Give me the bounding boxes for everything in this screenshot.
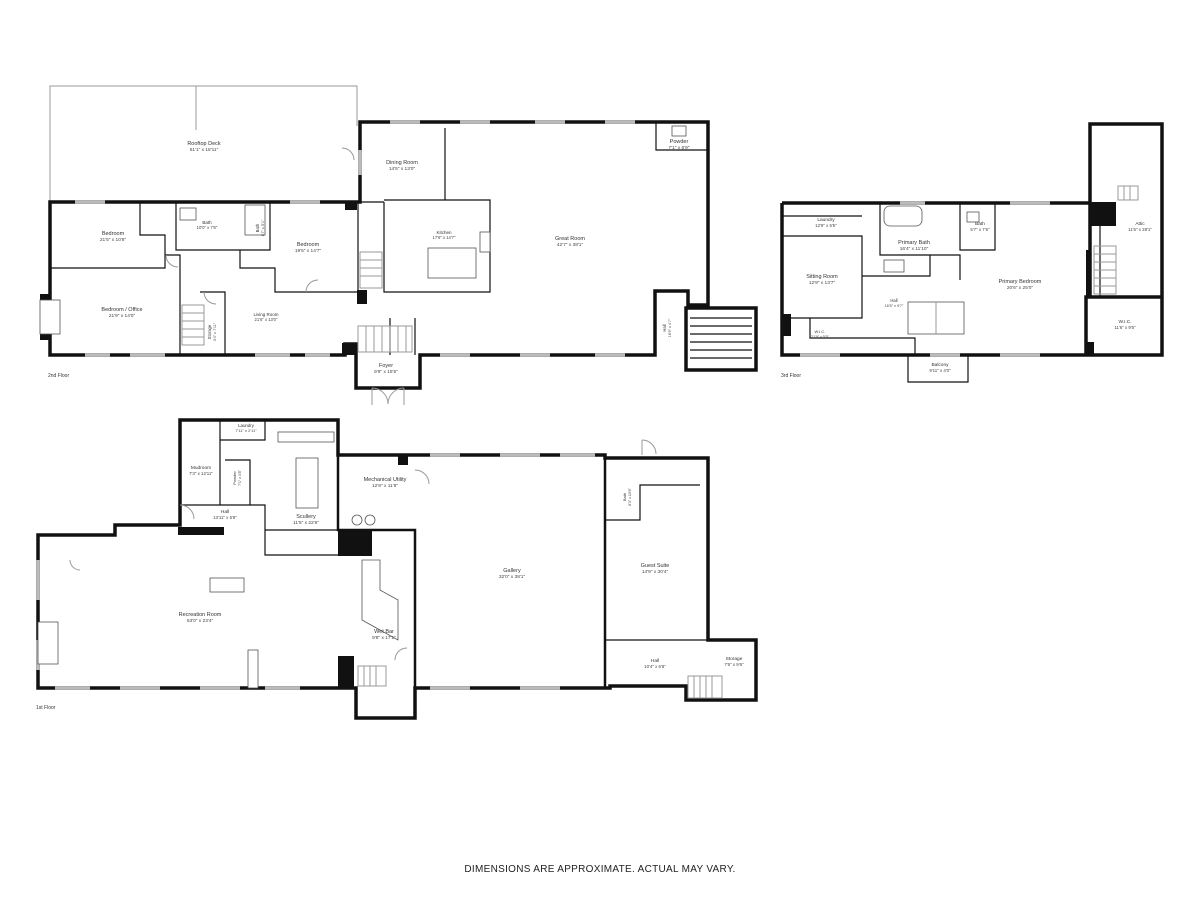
room-label: Scullery — [296, 514, 316, 520]
room-dimensions: 21'9" x 14'0" — [109, 313, 136, 319]
room-label: Bath — [255, 223, 260, 232]
room-dimensions: 32'0" x 38'1" — [499, 574, 526, 580]
room-label: Great Room — [555, 236, 585, 242]
room-label: Guest Suite — [641, 563, 670, 569]
room-label: Bedroom — [102, 231, 125, 237]
room-dimensions: 7'1" x 6'9" — [669, 145, 690, 151]
room-dimensions: 3'4" x 7'11" — [213, 322, 217, 341]
room-label: Attic — [1135, 221, 1145, 227]
room-label: Hall — [221, 509, 229, 515]
room-dimensions: 8'3" x 10'6" — [628, 487, 632, 505]
room-label: W.I.C. — [815, 329, 826, 334]
room-label: W.I.C. — [1118, 319, 1131, 325]
room-dimensions: 17'6" x 14'7" — [433, 235, 456, 240]
room-label: Gallery — [503, 568, 521, 574]
room-label: Living Room — [253, 312, 278, 317]
room-label: Foyer — [379, 363, 393, 369]
room-dimensions: 42'7" x 38'1" — [557, 242, 584, 248]
room-dimensions: 7'1" x 3'8" — [238, 469, 242, 485]
second-floor-plan: Rooftop Deck 51'1" x 18'11" Dining Room … — [39, 85, 758, 405]
room-dimensions: 12'9" x 13'7" — [809, 280, 836, 286]
room-label: Mudroom — [191, 465, 211, 471]
room-dimensions: 12'9" x 5'5" — [815, 223, 837, 228]
room-dimensions: 16'5" x 9'7" — [885, 304, 904, 308]
room-label: Bath — [202, 220, 212, 225]
room-label: Powder — [670, 139, 689, 145]
room-dimensions: 19'5" x 14'7" — [295, 248, 322, 254]
room-dimensions: 9'11" x 4'0" — [929, 368, 951, 373]
room-dimensions: 11'5" x 22'6" — [293, 520, 319, 526]
room-label: Hall — [651, 658, 659, 664]
room-dimensions: 7'11" x 2'11" — [235, 428, 257, 433]
room-dimensions: 10'4" x 6'8" — [644, 664, 666, 669]
room-label: Kitchen — [436, 230, 452, 235]
room-label: Storage — [207, 324, 212, 339]
room-dimensions: 21'9" x 5'5" — [811, 335, 829, 339]
room-dimensions: 9'8" x 17'1" — [372, 635, 396, 641]
room-label: Laundry — [817, 217, 835, 223]
room-label: Balcony — [931, 362, 949, 368]
room-dimensions: 8'7" x 5'1" — [261, 219, 265, 236]
third-floor-plan: Laundry 12'9" x 5'5" Primary Bath 16'4" … — [780, 122, 1164, 383]
room-label: Storage — [726, 656, 743, 662]
first-floor-plan: Laundry 7'11" x 2'11" Mudroom 7'3" x 12'… — [36, 418, 758, 720]
room-label: Powder — [232, 471, 237, 485]
room-label: Wet Bar — [374, 629, 394, 635]
room-label: Primary Bedroom — [999, 279, 1042, 285]
room-label: Bedroom / Office — [101, 307, 142, 313]
room-dimensions: 14'9" x 30'4" — [642, 569, 669, 575]
room-dimensions: 16'9" x 4'7" — [668, 318, 672, 337]
room-label: Primary Bath — [898, 240, 930, 246]
room-label: Rooftop Deck — [187, 141, 221, 147]
room-dimensions: 13'11" x 5'8" — [213, 515, 237, 520]
room-label: Dining Room — [386, 160, 418, 166]
room-dimensions: 53'0" x 23'4" — [187, 618, 214, 624]
room-label: Hall — [662, 324, 667, 331]
room-dimensions: 5'7" x 7'6" — [970, 227, 990, 232]
room-dimensions: 7'3" x 12'11" — [189, 471, 213, 476]
room-dimensions: 7'6" x 9'6" — [724, 662, 744, 667]
room-label: Recreation Room — [179, 612, 222, 618]
floor-label: 3rd Floor — [781, 373, 801, 379]
room-dimensions: 11'6" x 28'1" — [1128, 227, 1152, 232]
room-label: Laundry — [238, 423, 255, 428]
room-dimensions: 14'5" x 13'0" — [389, 166, 416, 172]
room-dimensions: 20'6" x 25'0" — [1007, 285, 1034, 291]
room-label: Mechanical Utility — [364, 477, 407, 483]
room-label: Bath — [975, 221, 985, 227]
room-dimensions: 21'5" x 10'8" — [100, 237, 127, 243]
room-dimensions: 11'6" x 9'5" — [1114, 325, 1136, 330]
room-dimensions: 21'6" x 13'0" — [255, 317, 278, 322]
room-dimensions: 10'0" x 7'6" — [197, 225, 218, 230]
room-label: Hall — [890, 298, 897, 303]
room-dimensions: 16'4" x 11'10" — [900, 246, 929, 252]
room-label: Bath — [622, 493, 627, 501]
floor-label: 1st Floor — [36, 705, 56, 711]
room-label: Bedroom — [297, 242, 320, 248]
room-dimensions: 12'8" x 11'9" — [372, 483, 398, 489]
room-label: Sitting Room — [806, 274, 838, 280]
floor-label: 2nd Floor — [48, 373, 69, 379]
room-dimensions: 51'1" x 18'11" — [190, 147, 219, 153]
room-dimensions: 9'9" x 15'5" — [374, 369, 398, 375]
disclaimer-text: DIMENSIONS ARE APPROXIMATE. ACTUAL MAY V… — [464, 864, 736, 875]
